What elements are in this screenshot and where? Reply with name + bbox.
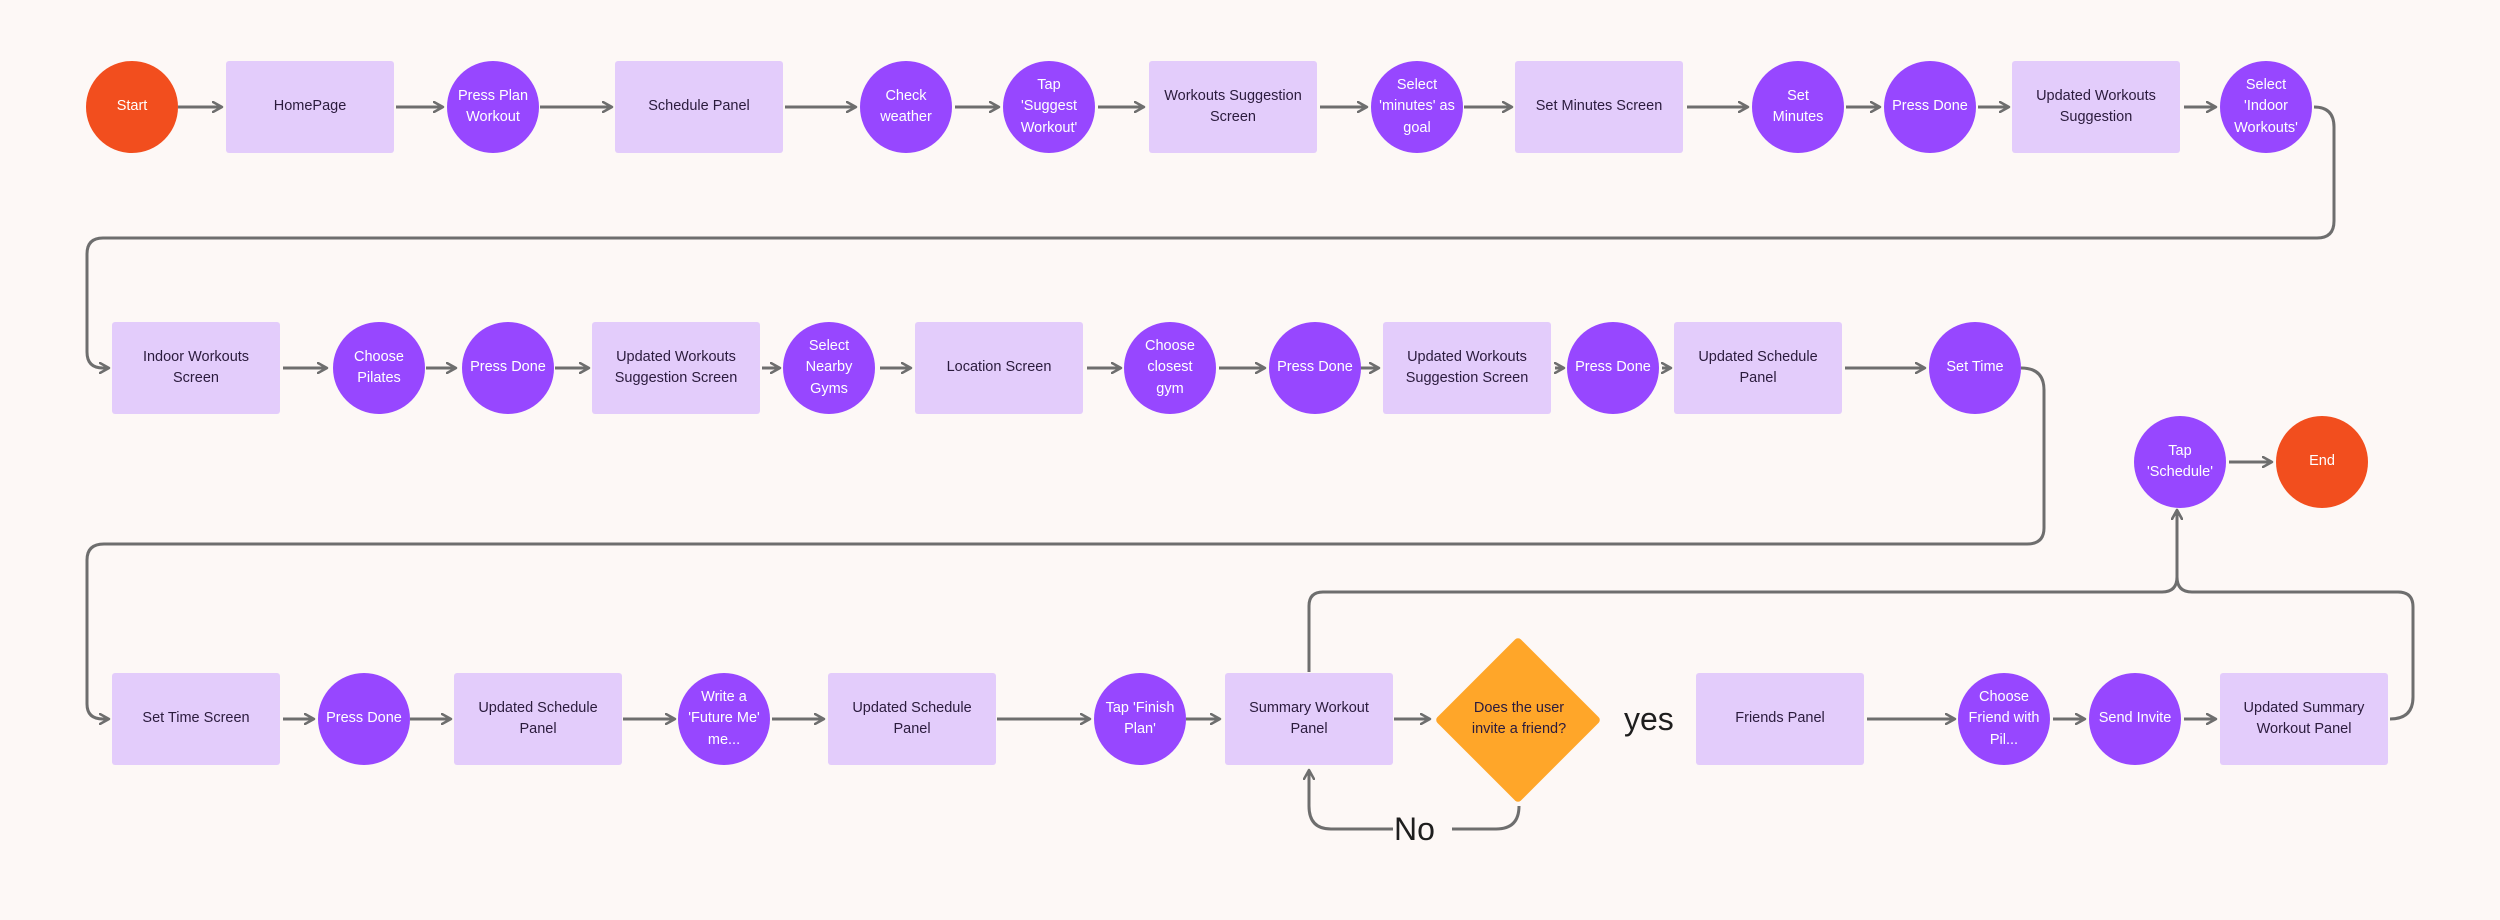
- updated-summary-workout-panel-node[interactable]: Updated Summary Workout Panel: [2220, 673, 2388, 765]
- choose-pilates-label: Choose Pilates: [354, 348, 404, 386]
- connector: [1309, 770, 1521, 831]
- homepage-node[interactable]: HomePage: [226, 61, 394, 153]
- decision-invite-friend-label: Does the user invite a friend?: [1471, 699, 1567, 737]
- schedule-panel-node[interactable]: Schedule Panel: [615, 61, 783, 153]
- press-done-label: Press Done: [1892, 98, 1968, 115]
- updated-workouts-suggestion-node[interactable]: Updated Workouts Suggestion: [2012, 61, 2180, 153]
- check-weather-label: Check weather: [880, 87, 932, 125]
- tap-suggest-workout-label: Tap 'Suggest Workout': [1020, 77, 1078, 136]
- workouts-suggestion-screen-label: Workouts Suggestion Screen: [1164, 87, 1302, 125]
- tap-finish-plan-label: Tap 'Finish Plan': [1105, 699, 1175, 737]
- select-minutes-goal-label: Select 'minutes' as goal: [1379, 77, 1455, 136]
- set-time-screen-label: Set Time Screen: [142, 710, 250, 727]
- write-future-me-label: Write a 'Future Me' me...: [688, 689, 760, 748]
- send-invite-node[interactable]: Send Invite: [2089, 673, 2181, 765]
- start-label: Start: [116, 98, 148, 115]
- press-plan-workout-label: Press Plan Workout: [457, 87, 529, 125]
- tap-suggest-workout-node[interactable]: Tap 'Suggest Workout': [1003, 61, 1095, 153]
- schedule-panel-label: Schedule Panel: [648, 98, 750, 115]
- set-minutes-screen-label: Set Minutes Screen: [1535, 98, 1663, 115]
- updated-workouts-suggestion-label: Updated Workouts Suggestion: [2036, 87, 2156, 125]
- updated-schedule-panel-label: Updated Schedule Panel: [852, 699, 972, 737]
- press-done-node-1[interactable]: Press Done: [1884, 61, 1976, 153]
- press-plan-workout-node[interactable]: Press Plan Workout: [447, 61, 539, 153]
- select-indoor-workouts-node[interactable]: Select 'Indoor Workouts': [2220, 61, 2312, 153]
- updated-schedule-panel-label: Updated Schedule Panel: [478, 699, 598, 737]
- summary-workout-panel-node[interactable]: Summary Workout Panel: [1225, 673, 1393, 765]
- connector: [85, 366, 2046, 719]
- set-time-label: Set Time: [1946, 359, 2004, 376]
- set-minutes-screen-node[interactable]: Set Minutes Screen: [1515, 61, 1683, 153]
- press-done-label: Press Done: [1277, 359, 1353, 376]
- tap-finish-plan-node[interactable]: Tap 'Finish Plan': [1094, 673, 1186, 765]
- choose-pilates-node[interactable]: Choose Pilates: [333, 322, 425, 414]
- end-node[interactable]: End: [2276, 416, 2368, 508]
- choose-closest-gym-node[interactable]: Choose closest gym: [1124, 322, 1216, 414]
- location-screen-node[interactable]: Location Screen: [915, 322, 1083, 414]
- indoor-workouts-screen-node[interactable]: Indoor Workouts Screen: [112, 322, 280, 414]
- updated-workouts-suggestion-screen-node-1[interactable]: Updated Workouts Suggestion Screen: [592, 322, 760, 414]
- choose-friend-node[interactable]: Choose Friend with Pil...: [1958, 673, 2050, 765]
- send-invite-label: Send Invite: [2098, 710, 2172, 727]
- start-node[interactable]: Start: [86, 61, 178, 153]
- updated-schedule-panel-label: Updated Schedule Panel: [1698, 348, 1818, 386]
- check-weather-node[interactable]: Check weather: [860, 61, 952, 153]
- tap-schedule-node[interactable]: Tap 'Schedule': [2134, 416, 2226, 508]
- write-future-me-node[interactable]: Write a 'Future Me' me...: [678, 673, 770, 765]
- press-done-label: Press Done: [470, 359, 546, 376]
- choose-friend-label: Choose Friend with Pil...: [1968, 689, 2040, 748]
- press-done-node-4[interactable]: Press Done: [1567, 322, 1659, 414]
- location-screen-label: Location Screen: [946, 359, 1052, 376]
- summary-workout-panel-label: Summary Workout Panel: [1249, 699, 1369, 737]
- yes-branch-label: yes: [1624, 701, 1674, 737]
- friends-panel-node[interactable]: Friends Panel: [1696, 673, 1864, 765]
- updated-workouts-suggestion-screen-label: Updated Workouts Suggestion Screen: [1405, 348, 1529, 386]
- select-minutes-goal-node[interactable]: Select 'minutes' as goal: [1371, 61, 1463, 153]
- set-minutes-label: Set Minutes: [1772, 87, 1824, 125]
- updated-summary-workout-panel-label: Updated Summary Workout Panel: [2243, 699, 2365, 737]
- indoor-workouts-screen-label: Indoor Workouts Screen: [142, 348, 250, 386]
- updated-workouts-suggestion-screen-label: Updated Workouts Suggestion Screen: [614, 348, 738, 386]
- homepage-label: HomePage: [273, 98, 347, 115]
- updated-schedule-panel-node-3[interactable]: Updated Schedule Panel: [828, 673, 996, 765]
- updated-schedule-panel-node-2[interactable]: Updated Schedule Panel: [454, 673, 622, 765]
- select-nearby-gyms-label: Select Nearby Gyms: [805, 338, 853, 397]
- press-done-node-5[interactable]: Press Done: [318, 673, 410, 765]
- connector: [1307, 510, 2177, 672]
- select-indoor-workouts-label: Select 'Indoor Workouts': [2234, 77, 2298, 136]
- friends-panel-label: Friends Panel: [1735, 710, 1825, 727]
- updated-workouts-suggestion-screen-node-2[interactable]: Updated Workouts Suggestion Screen: [1383, 322, 1551, 414]
- no-branch-label: No: [1394, 811, 1435, 847]
- set-time-screen-node[interactable]: Set Time Screen: [112, 673, 280, 765]
- set-minutes-node[interactable]: Set Minutes: [1752, 61, 1844, 153]
- end-label: End: [2309, 453, 2335, 470]
- connector: [85, 105, 2336, 368]
- select-nearby-gyms-node[interactable]: Select Nearby Gyms: [783, 322, 875, 414]
- press-done-node-2[interactable]: Press Done: [462, 322, 554, 414]
- connector: [2177, 510, 2415, 721]
- set-time-node[interactable]: Set Time: [1929, 322, 2021, 414]
- workouts-suggestion-screen-node[interactable]: Workouts Suggestion Screen: [1149, 61, 1317, 153]
- press-done-node-3[interactable]: Press Done: [1269, 322, 1361, 414]
- choose-closest-gym-label: Choose closest gym: [1145, 338, 1195, 397]
- tap-schedule-label: Tap 'Schedule': [2146, 442, 2213, 480]
- updated-schedule-panel-node-1[interactable]: Updated Schedule Panel: [1674, 322, 1842, 414]
- press-done-label: Press Done: [326, 710, 402, 727]
- press-done-label: Press Done: [1575, 359, 1651, 376]
